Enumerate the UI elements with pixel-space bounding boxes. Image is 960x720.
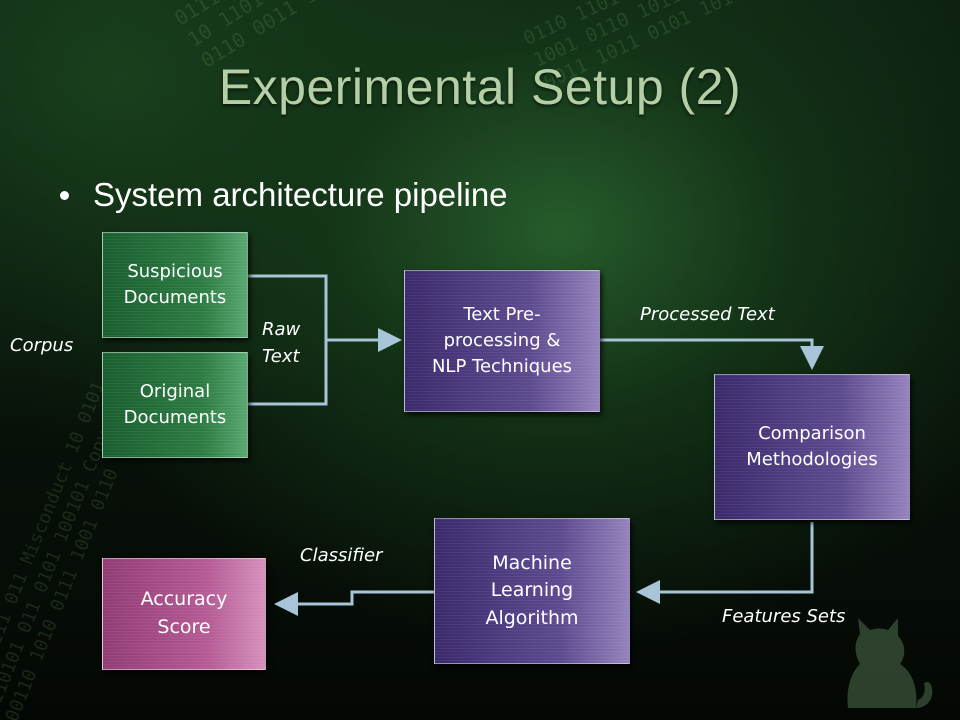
classifier-label: Classifier [300,545,383,566]
box-label-line: processing & [443,329,561,351]
box-label-line: Algorithm [485,606,579,629]
bullet-item: System architecture pipeline [60,176,508,214]
suspicious-documents-box: Suspicious Documents [102,232,248,338]
box-label-line: Accuracy [140,588,228,611]
cat-silhouette-icon [847,618,933,708]
box-label-line: Text Pre- [463,303,541,325]
comparison-methodologies-box: Comparison Methodologies [714,374,910,520]
bullet-text: System architecture pipeline [93,176,508,213]
bullet-dot [60,190,69,200]
box-label-line: Score [157,616,211,638]
box-label-line: Machine [492,551,572,574]
raw-text-label-line: Raw [262,319,301,340]
raw-text-label: Raw Text [262,316,300,370]
slide-title: Experimental Setup (2) [218,59,742,115]
processed-text-label: Processed Text [640,304,775,325]
box-label-line: Original [139,380,211,402]
arrow-classifier [274,590,434,616]
arrow-processed-text [600,338,824,370]
machine-learning-algorithm-box: Machine Learning Algorithm [434,518,630,664]
accuracy-score-box: Accuracy Score [102,558,266,670]
features-sets-label: Features Sets [722,606,846,627]
box-label-line: Methodologies [746,449,878,470]
box-label-line: Documents [123,287,227,308]
box-label-line: Suspicious [127,260,223,282]
raw-text-label-line: Text [262,346,300,367]
arrow-features-sets [636,522,814,604]
box-label-line: Learning [490,579,574,602]
box-label-line: Documents [123,407,227,428]
box-label-line: Comparison [758,422,866,444]
original-documents-box: Original Documents [102,352,248,458]
box-label-line: NLP Techniques [431,356,573,378]
text-preprocessing-box: Text Pre- processing & NLP Techniques [404,270,600,412]
corpus-label: Corpus [10,335,74,356]
